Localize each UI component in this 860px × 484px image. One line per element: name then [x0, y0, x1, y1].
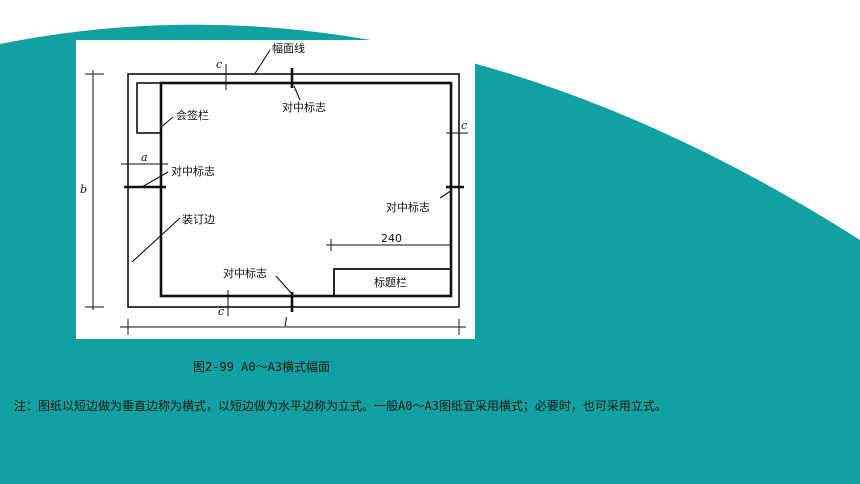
dimension-c-right-label: c	[461, 119, 468, 132]
center-mark-top-label: 对中标志	[282, 101, 326, 114]
binding-edge-label: 装订边	[182, 213, 215, 226]
dimension-b-label: b	[80, 183, 88, 196]
frame-line-label: 幅面线	[272, 42, 305, 55]
signature-column-label: 会签栏	[176, 109, 209, 122]
dimension-l-label: l	[284, 316, 288, 329]
drawing-format-diagram	[85, 49, 468, 335]
center-mark-right-label: 对中标志	[386, 201, 430, 214]
dimension-c-bottom-label: c	[218, 305, 225, 318]
center-mark-left-label: 对中标志	[171, 165, 215, 178]
drawing-format-figure: 幅面线 对中标志 会签栏 对中标志 装订边 对中标志 对中标志 标题栏 240 …	[76, 40, 475, 339]
center-mark-bottom-label: 对中标志	[223, 267, 267, 280]
title-block-label: 标题栏	[374, 276, 407, 289]
dimension-a-label: a	[141, 151, 148, 164]
dimension-c-top-label: c	[216, 58, 223, 71]
figure-caption: 图2-99 A0～A3横式幅面	[193, 360, 331, 374]
dimension-240-label: 240	[381, 232, 402, 245]
note-text: 注：图纸以短边做为垂直边称为横式，以短边做为水平边称为立式。一般A0～A3图纸宜…	[14, 399, 667, 413]
